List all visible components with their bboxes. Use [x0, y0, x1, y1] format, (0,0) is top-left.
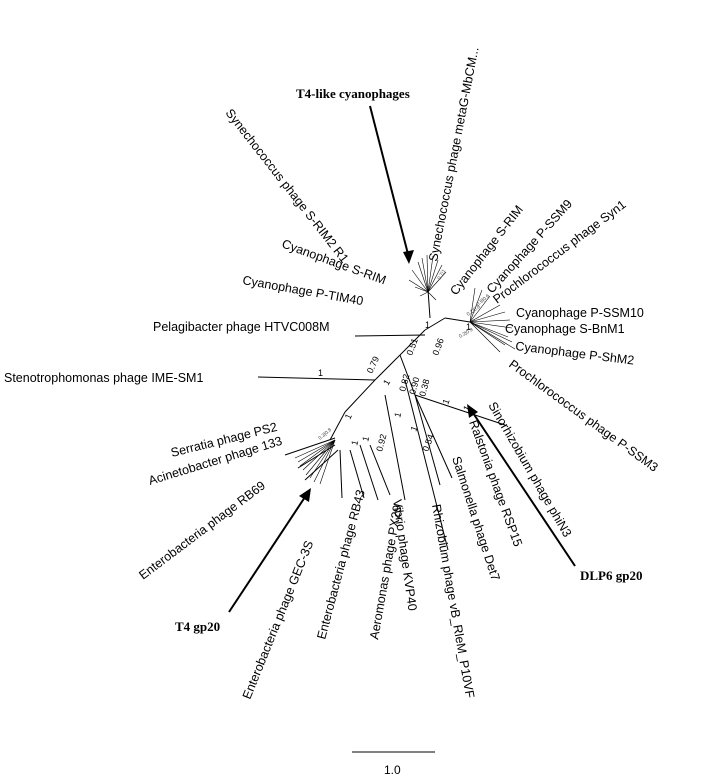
support-1e: 1 [408, 425, 419, 433]
arrowhead-t4gp20 [299, 488, 311, 502]
fan-t4-enterobacteria [294, 439, 336, 485]
taxon-pshm2: Cyanophage P-ShM2 [515, 339, 635, 367]
arrowhead-dlp6 [467, 404, 478, 418]
arrowhead-t4-like [403, 250, 414, 264]
support-1j: 1 [343, 412, 354, 421]
support-082: 0.82 [397, 373, 411, 393]
arrow-t4gp20 [228, 493, 308, 613]
support-054: 0.54 [420, 433, 435, 453]
support-096: 0.96 [430, 337, 445, 357]
scale-bar: 1.0 [352, 751, 435, 777]
branch-rb69 [304, 449, 339, 481]
tree-branches [257, 289, 506, 551]
support-1a: 1 [381, 378, 392, 387]
branch-backbone-right [399, 329, 426, 356]
svg-text:0.7|1: 0.7|1 [437, 268, 448, 281]
support-values: 1 0.79 1 1 0.51 0.96 0.82 0.90 0.38 1 1 … [318, 320, 472, 453]
annotation-t4gp20: T4 gp20 [175, 619, 220, 634]
fan-t4-like-cyanophages [408, 254, 447, 301]
branch-ps2 [284, 437, 336, 456]
annotations: T4-like cyanophages T4 gp20 DLP6 gp20 [175, 86, 642, 634]
taxon-htvc: Pelagibacter phage HTVC008M [153, 320, 330, 334]
taxon-metag: Synechococcus phage metaG-MbCM... [426, 46, 481, 263]
taxon-gec3s: Enterobacteria phage GEC-3S [240, 539, 316, 701]
branch-htvc [354, 334, 426, 337]
taxon-rb69: Enterobacteria phage RB69 [136, 478, 268, 582]
scale-label: 1.0 [384, 763, 401, 777]
support-ime: 1 [318, 368, 323, 378]
branch-rb43 [349, 449, 365, 499]
branch-ime-sm1 [257, 376, 376, 381]
branch-t4-stem [329, 411, 346, 441]
support-038: 0.38 [417, 378, 431, 398]
branch-kvp40-tip [369, 444, 391, 496]
taxon-p10vf: Rhizobium phage vB_RleM_P10VF [429, 503, 477, 699]
support-1h: 1 [360, 435, 371, 442]
branch-p10vf [404, 379, 449, 551]
arrow-t4-like [369, 105, 410, 259]
taxon-labels: Synechococcus phage metaG-MbCM... Synech… [4, 46, 661, 701]
support-1f: 1 [466, 322, 471, 332]
taxon-px29: Aeromonas phage PX29 [367, 504, 404, 641]
taxon-sbnm1: Cyanophage S-BnM1 [505, 322, 625, 336]
branch-cyano-right-stem [444, 317, 471, 323]
annotation-dlp6: DLP6 gp20 [580, 568, 642, 583]
branch-det7 [414, 394, 453, 479]
branch-gec3s [339, 449, 343, 499]
support-1d: 1 [461, 404, 472, 413]
branch-kvp40 [384, 394, 406, 501]
arrow-dlp6 [470, 409, 576, 567]
branch-cyano-stem [424, 317, 446, 331]
support-079: 0.79 [365, 355, 381, 375]
support-090: 0.90 [407, 376, 421, 396]
support-1i: 1 [349, 439, 360, 446]
leaf-fans [294, 254, 516, 485]
support-051: 0.51 [404, 337, 419, 357]
branch-px29 [359, 444, 379, 501]
support-1b: 1 [425, 320, 430, 330]
svg-text:0.9|0.6: 0.9|0.6 [475, 293, 491, 308]
annotation-t4-like: T4-like cyanophages [296, 86, 410, 101]
branch-phin3 [414, 394, 506, 426]
branch-rsp15 [414, 394, 441, 486]
taxon-pssm10: Cyanophage P-SSM10 [516, 306, 644, 320]
support-1c: 1 [440, 398, 451, 406]
support-1g: 1 [392, 411, 403, 418]
support-092: 0.92 [374, 433, 388, 453]
branch-backbone-up [374, 354, 401, 381]
taxon-imesm1: Stenotrophomonas phage IME-SM1 [4, 371, 203, 385]
taxon-ptim40: Cyanophage P-TIM40 [241, 273, 364, 308]
branch-backbone-left [344, 379, 376, 413]
branch-mid-stem [399, 354, 416, 396]
fan-cyanophage-right [469, 287, 516, 353]
taxon-rb43: Enterobacteria phage RB43 [314, 488, 367, 641]
branch-cyano-upper [427, 289, 431, 319]
